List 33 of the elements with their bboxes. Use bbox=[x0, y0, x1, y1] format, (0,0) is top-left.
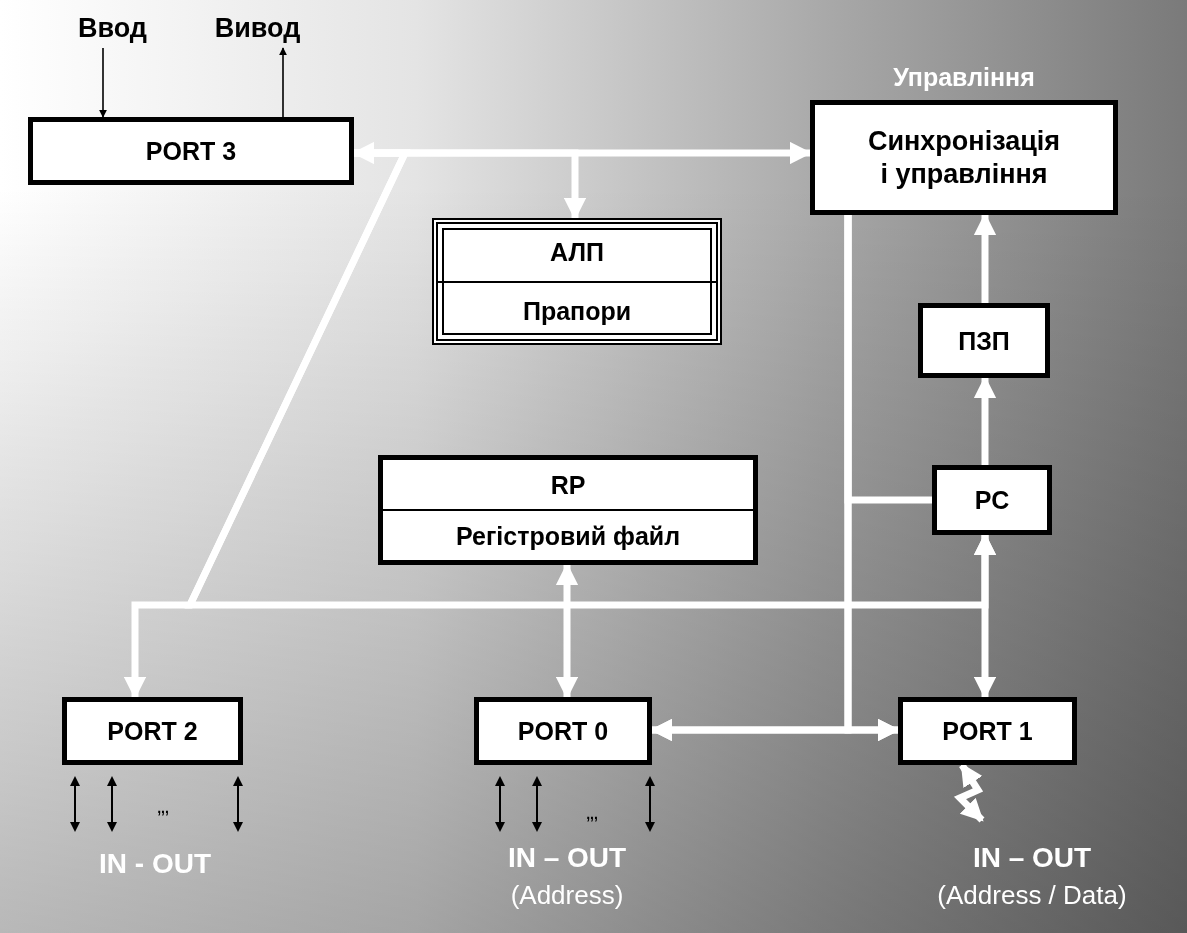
io-label: IN - OUT bbox=[99, 848, 211, 880]
port-box bbox=[898, 697, 1077, 765]
counter-box bbox=[932, 465, 1052, 535]
block-title: АЛП bbox=[550, 237, 604, 268]
ellipsis-mark: ,,, bbox=[157, 800, 169, 816]
arrow bbox=[99, 47, 107, 118]
port-box bbox=[28, 117, 354, 185]
block-title: PORT 2 bbox=[106, 716, 199, 746]
block-title: PORT 1 bbox=[941, 716, 1034, 746]
port-box bbox=[474, 697, 652, 765]
port-box bbox=[62, 697, 243, 765]
block-title: ПЗП bbox=[957, 325, 1011, 356]
alu-box bbox=[432, 218, 722, 345]
block-subtitle: Регістровий файл bbox=[455, 520, 681, 551]
arrow bbox=[953, 763, 985, 823]
ellipsis-mark: ,,, bbox=[586, 806, 598, 822]
arrow bbox=[279, 47, 287, 118]
block-title: PORT 3 bbox=[144, 136, 238, 166]
signal-name: Ввод bbox=[77, 11, 148, 45]
io-label: (Address / Data) bbox=[937, 880, 1127, 911]
register-box bbox=[378, 455, 758, 565]
block-subtitle: Прапори bbox=[522, 295, 632, 326]
block-title: RP bbox=[550, 469, 586, 500]
rom-box bbox=[918, 303, 1050, 378]
signal-name: Вивод bbox=[213, 11, 302, 45]
block-title: PORT 0 bbox=[516, 716, 610, 746]
io-label: IN – OUT bbox=[507, 842, 627, 874]
io-label: IN – OUT bbox=[972, 842, 1092, 874]
block-title: Синхронізація і управління bbox=[866, 125, 1062, 190]
bus-line bbox=[844, 215, 932, 504]
io-label: (Address) bbox=[510, 880, 624, 911]
section-heading: Управління bbox=[892, 63, 1036, 92]
block-title: PC bbox=[973, 485, 1011, 515]
